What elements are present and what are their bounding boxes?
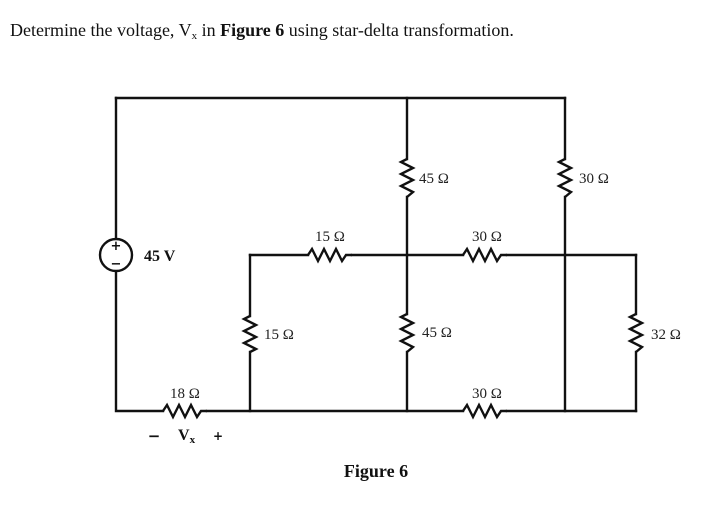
question-prefix: Determine the voltage, V — [10, 20, 192, 40]
question-suffix: using star-delta transformation. — [284, 20, 514, 40]
resistor-right-vertical: 32 Ω — [627, 312, 681, 353]
resistor-center-vertical: 45 Ω — [398, 312, 452, 353]
resistor-label: 30 Ω — [472, 386, 502, 402]
question-middle: in — [197, 20, 221, 40]
resistor-zigzag-icon — [462, 402, 507, 420]
vx-annotation: − Vx + — [148, 427, 223, 446]
vx-label-main: V — [178, 427, 190, 444]
resistor-label: 45 Ω — [419, 171, 449, 187]
wires — [114, 96, 638, 413]
resistor-top-mid: 45 Ω — [398, 157, 449, 198]
voltage-source-label: 45 V — [144, 248, 176, 265]
resistor-label: 30 Ω — [472, 229, 502, 245]
resistor-left-vertical: 15 Ω — [241, 314, 294, 354]
resistor-zigzag-icon — [556, 157, 574, 198]
question-text: Determine the voltage, Vx in Figure 6 us… — [10, 20, 514, 42]
question-figure-ref: Figure 6 — [220, 20, 285, 40]
resistor-zigzag-icon — [462, 246, 507, 264]
resistor-mid-right-horizontal: 30 Ω — [462, 229, 507, 264]
question-subscript: x — [191, 30, 198, 42]
resistor-zigzag-icon — [307, 246, 352, 264]
resistor-label: 30 Ω — [579, 171, 609, 187]
voltage-source-minus: − — [111, 257, 122, 272]
resistor-zigzag-icon — [398, 312, 416, 353]
resistor-label: 45 Ω — [422, 325, 452, 341]
resistor-label: 18 Ω — [170, 386, 200, 402]
resistor-bottom-left-horizontal: 18 Ω — [162, 386, 207, 420]
resistor-bottom-right-horizontal: 30 Ω — [462, 386, 507, 420]
vx-label-subscript: x — [190, 434, 196, 446]
resistor-label: 32 Ω — [651, 327, 681, 343]
vx-plus: + — [213, 429, 223, 443]
resistor-zigzag-icon — [241, 314, 259, 354]
resistor-mid-left-horizontal: 15 Ω — [307, 229, 352, 264]
resistor-top-right: 30 Ω — [556, 157, 609, 198]
resistor-label: 15 Ω — [264, 327, 294, 343]
voltage-source: + − 45 V — [98, 237, 176, 273]
figure-caption: Figure 6 — [344, 461, 408, 481]
voltage-source-circle — [98, 237, 134, 273]
resistor-zigzag-icon — [627, 312, 645, 353]
resistor-label: 15 Ω — [315, 229, 345, 245]
wire-left-lower — [114, 269, 165, 413]
resistor-zigzag-icon — [162, 402, 207, 420]
voltage-source-plus: + — [111, 239, 122, 254]
resistor-zigzag-icon — [398, 157, 416, 198]
vx-label: Vx — [178, 427, 196, 446]
vx-minus: − — [148, 427, 161, 445]
